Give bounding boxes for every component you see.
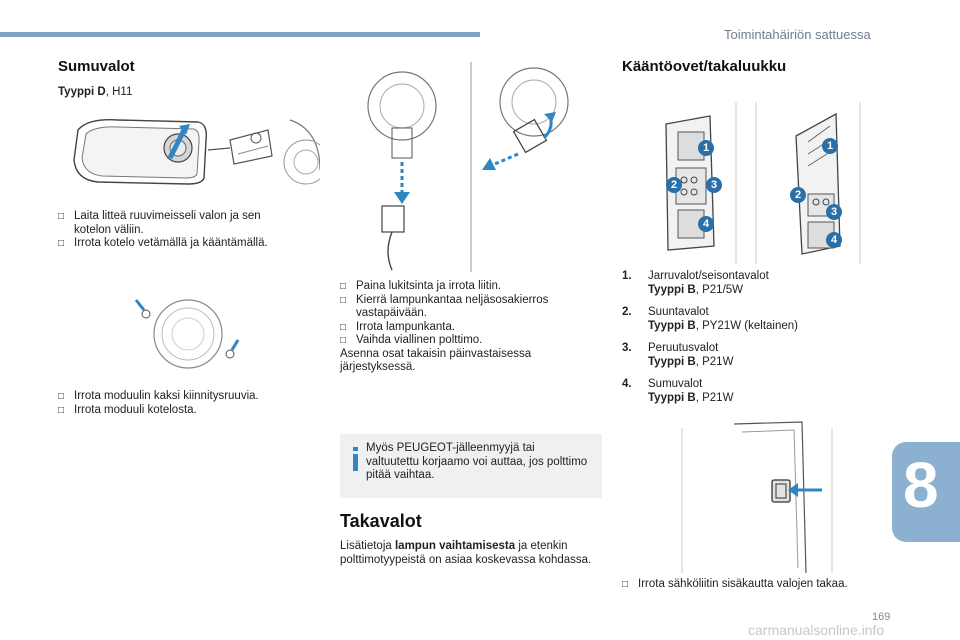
fog-bulb-removal-illustration (340, 62, 602, 272)
checkbox-bullet-icon: □ (340, 294, 347, 306)
info-note-text: Myös PEUGEOT-jälleenmyyjä tai valtuutett… (366, 442, 588, 481)
chapter-tab (892, 442, 960, 542)
section-heading-fog-lights: Sumuvalot (58, 58, 135, 75)
bulb-type-line: Tyyppi D, H11 (58, 86, 132, 100)
section-heading-rear-doors: Kääntöovet/takaluukku (622, 58, 787, 75)
list-item: □Paina lukitsinta ja irrota liitin. (340, 280, 502, 292)
list-item: □Irrota lampunkanta. (340, 320, 456, 333)
checkbox-bullet-icon: □ (340, 335, 347, 346)
watermark: carmanualsonline.info (748, 622, 885, 638)
bulb-type-value: , H11 (105, 86, 133, 98)
callout-2-right: 2 (790, 187, 806, 203)
reassembly-note: Asenna osat takaisin päinvastaisessa jär… (340, 347, 532, 374)
chapter-number: 8 (903, 449, 939, 521)
checkbox-bullet-icon: □ (622, 579, 629, 590)
bulb-replacement-steps: □Paina lukitsinta ja irrota liitin. □Kie… (340, 280, 602, 375)
fog-light-steps-2: □Irrota moduulin kaksi kiinnitysruuvia. … (58, 390, 298, 417)
checkbox-bullet-icon: □ (58, 391, 65, 402)
checkbox-bullet-icon: □ (58, 404, 65, 416)
fog-light-steps-1: □Laita litteä ruuvimeisseli valon ja sen… (58, 210, 298, 251)
header-accent-bar (0, 32, 480, 37)
list-item: □Irrota moduuli kotelosta. (58, 403, 197, 416)
callout-1-left: 1 (698, 140, 714, 156)
page-number: 169 (872, 611, 891, 623)
list-item: □Laita litteä ruuvimeisseli valon ja sen… (58, 210, 261, 236)
checkbox-bullet-icon: □ (340, 321, 347, 333)
callout-3-right: 3 (826, 204, 842, 220)
list-item: □Irrota moduulin kaksi kiinnitysruuvia. (58, 390, 259, 402)
list-item: □Irrota kotelo vetämällä ja kääntämällä. (58, 237, 268, 249)
checkbox-bullet-icon: □ (58, 211, 65, 222)
bulb-type-label: Tyyppi D (58, 86, 106, 98)
checkbox-bullet-icon: □ (58, 238, 65, 249)
rear-connector-step: □Irrota sähköliitin sisäkautta valojen t… (622, 578, 884, 592)
running-header: Toimintahäiriön sattuessa (724, 27, 871, 42)
fog-light-module-illustration (130, 292, 250, 372)
callout-1-right: 1 (822, 138, 838, 154)
callout-3-left: 3 (706, 177, 722, 193)
callout-4-left: 4 (698, 216, 714, 232)
callout-2-left: 2 (666, 177, 682, 193)
callout-4-right: 4 (826, 232, 842, 248)
rear-connector-illustration (622, 418, 884, 573)
section-heading-rear-lights: Takavalot (340, 511, 422, 531)
list-item: □Vaihda viallinen polttimo. (340, 334, 483, 346)
rear-lights-paragraph: Lisätietoja lampun vaihtamisesta ja eten… (340, 540, 592, 566)
checkbox-bullet-icon: □ (340, 281, 347, 292)
list-item: □Irrota sähköliitin sisäkautta valojen t… (622, 578, 848, 590)
info-icon (350, 447, 362, 471)
rear-lamp-units-illustration (622, 96, 884, 264)
fog-light-bumper-illustration (58, 100, 320, 200)
info-note-box (340, 434, 602, 498)
list-item: □Kierrä lampunkantaa neljäsosakierros va… (340, 293, 549, 320)
